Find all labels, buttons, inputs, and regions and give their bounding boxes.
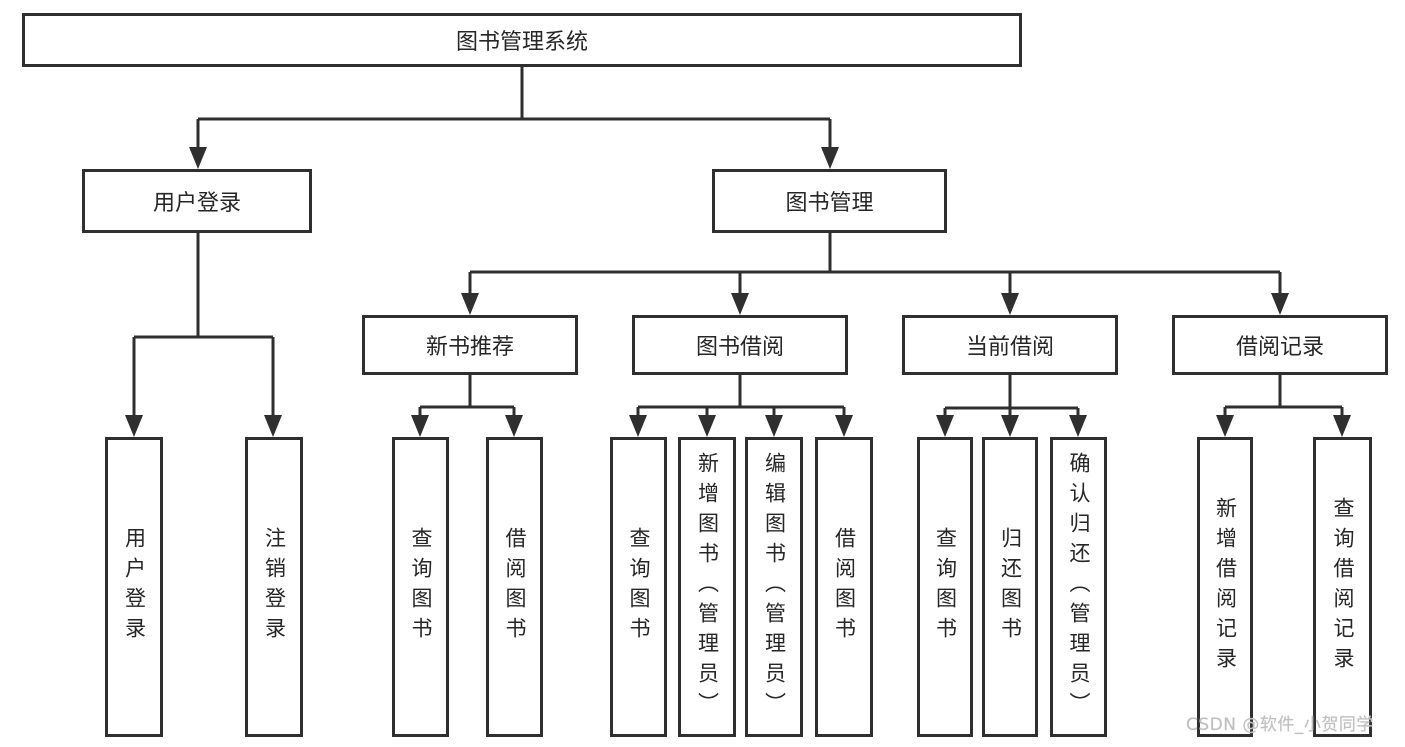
leaf-nbr-query-books-label: 查询图书: [409, 527, 433, 647]
leaf-cb-confirm-return-admin: 确认归还（管理员）: [1050, 437, 1107, 737]
node-root: 图书管理系统: [22, 13, 1022, 67]
leaf-cb-confirm-return-admin-label: 确认归还（管理员）: [1067, 452, 1091, 722]
node-borrow-records-label: 借阅记录: [1235, 335, 1324, 360]
leaf-user-login: 用户登录: [105, 437, 163, 737]
connector-borrow-records-branch: [1223, 375, 1344, 419]
node-book-management: 图书管理: [712, 169, 947, 233]
leaf-bb-edit-books-admin: 编辑图书（管理员）: [745, 437, 803, 737]
node-root-label: 图书管理系统: [455, 30, 588, 55]
leaf-logout-label: 注销登录: [262, 527, 287, 647]
connector-book-borrow-branch: [636, 375, 846, 419]
leaf-bb-borrow-books: 借阅图书: [815, 437, 873, 737]
leaf-bb-add-books-admin: 新增图书（管理员）: [678, 437, 736, 737]
leaf-bb-query-books: 查询图书: [610, 437, 667, 737]
node-current-borrow: 当前借阅: [902, 315, 1118, 375]
leaf-cb-return-books-label: 归还图书: [998, 527, 1023, 647]
leaf-bb-borrow-books-label: 借阅图书: [832, 527, 857, 647]
leaf-br-query-record-label: 查询借阅记录: [1331, 497, 1355, 677]
node-borrow-records: 借阅记录: [1172, 315, 1388, 375]
connector-new-book-recommend-branch: [418, 375, 516, 419]
node-new-book-recommend-label: 新书推荐: [425, 335, 514, 360]
node-new-book-recommend: 新书推荐: [362, 315, 578, 375]
leaf-user-login-label: 用户登录: [122, 527, 147, 647]
leaf-cb-query-books: 查询图书: [917, 437, 973, 737]
leaf-nbr-borrow-books-label: 借阅图书: [503, 527, 527, 647]
csdn-watermark: CSDN @软件_小贺同学: [1186, 715, 1374, 735]
leaf-br-add-record-label: 新增借阅记录: [1213, 497, 1238, 677]
leaf-cb-return-books: 归还图书: [982, 437, 1038, 737]
leaf-bb-edit-books-admin-label: 编辑图书（管理员）: [762, 452, 787, 722]
node-current-borrow-label: 当前借阅: [965, 335, 1054, 360]
node-user-login-label: 用户登录: [152, 191, 241, 216]
leaf-nbr-borrow-books: 借阅图书: [486, 437, 543, 737]
leaf-bb-query-books-label: 查询图书: [627, 527, 651, 647]
leaf-cb-query-books-label: 查询图书: [933, 527, 958, 647]
leaf-br-query-record: 查询借阅记录: [1313, 437, 1372, 737]
node-book-borrow-label: 图书借阅: [695, 335, 784, 360]
leaf-nbr-query-books: 查询图书: [392, 437, 449, 737]
node-book-management-label: 图书管理: [785, 191, 874, 216]
connector-current-borrow-branch: [943, 375, 1080, 419]
connector-user-login-branch: [132, 233, 275, 418]
node-user-login: 用户登录: [82, 169, 312, 233]
connector-root-branch: [196, 67, 832, 151]
leaf-br-add-record: 新增借阅记录: [1197, 437, 1253, 737]
arrowheads: [125, 147, 1351, 437]
leaf-bb-add-books-admin-label: 新增图书（管理员）: [695, 452, 720, 722]
node-book-borrow: 图书借阅: [632, 315, 848, 375]
leaf-logout: 注销登录: [245, 437, 303, 737]
connector-book-management-branch: [468, 233, 1282, 297]
